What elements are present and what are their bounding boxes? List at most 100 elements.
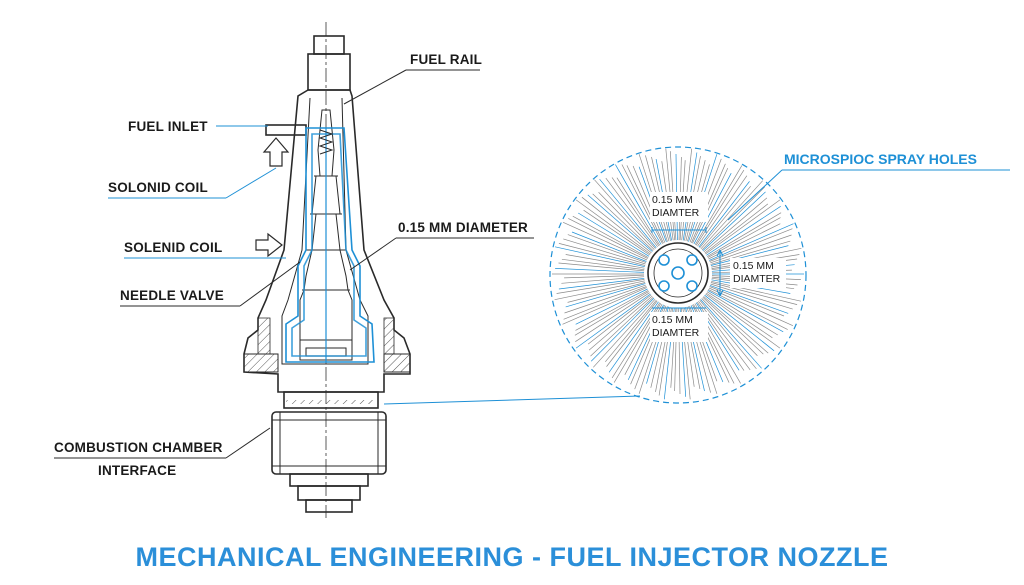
spray-ray — [568, 218, 648, 259]
spray-ray — [699, 299, 757, 370]
spray-ray — [567, 282, 646, 303]
spray-ray — [572, 215, 649, 258]
spray-ray — [599, 178, 657, 249]
label-needle-valve: NEEDLE VALVE — [120, 288, 224, 303]
spray-ray — [702, 191, 766, 251]
spray-ray — [562, 287, 647, 325]
spray-ray — [575, 293, 651, 349]
spray-ray — [692, 167, 729, 244]
spray-ray — [704, 294, 775, 352]
spray-ray — [587, 194, 653, 252]
leaders — [54, 69, 641, 459]
inlet-port — [265, 124, 307, 136]
spray-ray — [709, 228, 793, 262]
spray-ray — [606, 300, 658, 367]
spray-ray — [701, 298, 758, 357]
fuel-passage — [285, 127, 375, 363]
spray-ray — [563, 238, 646, 265]
spray-ray — [575, 292, 650, 342]
spray-ray — [709, 223, 794, 261]
spray-ray — [575, 199, 651, 255]
combustion-interface-body — [271, 411, 387, 475]
spray-ray — [710, 240, 791, 265]
spray-ray — [587, 294, 652, 345]
spray-ray — [564, 274, 645, 279]
spray-ray — [707, 290, 784, 333]
spray-ray — [710, 282, 798, 305]
spray-hole — [658, 280, 670, 292]
spray-ray — [554, 280, 645, 301]
spray-ray — [605, 177, 658, 248]
spray-ray — [695, 169, 745, 246]
spray-ray — [590, 297, 655, 362]
coil-arrow-icon — [255, 232, 283, 258]
detail-bottom-value: 0.15 MM — [652, 314, 693, 326]
spray-hole — [658, 254, 670, 266]
spray-ray — [575, 288, 648, 325]
spray-ray — [706, 206, 781, 256]
spray-ray — [706, 292, 773, 339]
spray-ray — [592, 193, 654, 251]
spray-ray — [705, 199, 781, 255]
spray-ray — [588, 295, 653, 351]
spray-ray — [710, 245, 789, 266]
spray-ray — [567, 234, 647, 263]
detail-bottom-unit: DIAMTER — [652, 327, 700, 339]
spray-ray — [556, 279, 645, 294]
spray-ray — [583, 209, 650, 256]
label-fuel-inlet: FUEL INLET — [128, 119, 208, 134]
spray-ray — [707, 212, 782, 257]
spray-ray — [694, 165, 743, 245]
spray-ray — [563, 286, 647, 320]
spray-ray — [581, 196, 652, 254]
spray-ray — [711, 247, 802, 268]
spray-ray — [593, 298, 656, 368]
label-solonid-coil: SOLONID COIL — [108, 180, 208, 195]
flange-right — [383, 353, 411, 373]
detail-circle — [549, 146, 807, 404]
spray-ray — [710, 283, 793, 310]
spray-ray — [698, 181, 750, 248]
spray-ray — [700, 180, 763, 250]
spray-ray — [571, 231, 647, 262]
spray-ray — [598, 191, 655, 250]
spray-ray — [590, 297, 654, 357]
spray-ray — [708, 289, 788, 330]
detail-top-value: 0.15 MM — [652, 194, 693, 206]
spray-ray — [701, 186, 766, 251]
spray-ray — [555, 268, 645, 273]
detail-right-value: 0.15 MM — [733, 260, 774, 272]
spray-ray — [558, 262, 645, 272]
spray-ray — [703, 197, 768, 253]
spray-ray — [558, 277, 645, 290]
spray-ray — [704, 203, 769, 254]
spray-ray — [615, 164, 662, 245]
spray-ray — [605, 299, 657, 363]
outer-shell — [243, 89, 411, 393]
spray-ray — [703, 296, 769, 354]
spray-hole — [686, 254, 698, 266]
spray-ray — [564, 284, 646, 314]
spray-ray — [700, 299, 762, 369]
spray-hole — [686, 280, 698, 292]
spray-ray — [611, 177, 660, 247]
spray-ray — [693, 173, 732, 245]
spray-ray — [565, 283, 646, 308]
page-title: MECHANICAL ENGINEERING - FUEL INJECTOR N… — [135, 542, 888, 572]
spray-ray — [697, 175, 748, 247]
spray-ray — [578, 212, 650, 257]
spray-ray — [562, 221, 648, 261]
label-spray-holes: MICROSPIOC SPRAY HOLES — [784, 151, 977, 167]
spray-ray — [616, 177, 661, 246]
spray-ray — [561, 258, 645, 271]
inlet-arrow-icon — [262, 137, 290, 167]
spray-detail: 0.15 MM DIAMTER 0.15 MM DIAMTER 0.15 MM … — [549, 146, 807, 404]
spray-ray — [710, 234, 792, 264]
detail-right-unit: DIAMTER — [733, 273, 781, 285]
spray-ray — [708, 287, 794, 327]
label-diameter-callout: 0.15 MM DIAMETER — [398, 220, 528, 235]
detail-top-unit: DIAMTER — [652, 207, 700, 219]
label-fuel-rail: FUEL RAIL — [410, 52, 482, 67]
injector-body — [243, 22, 411, 518]
